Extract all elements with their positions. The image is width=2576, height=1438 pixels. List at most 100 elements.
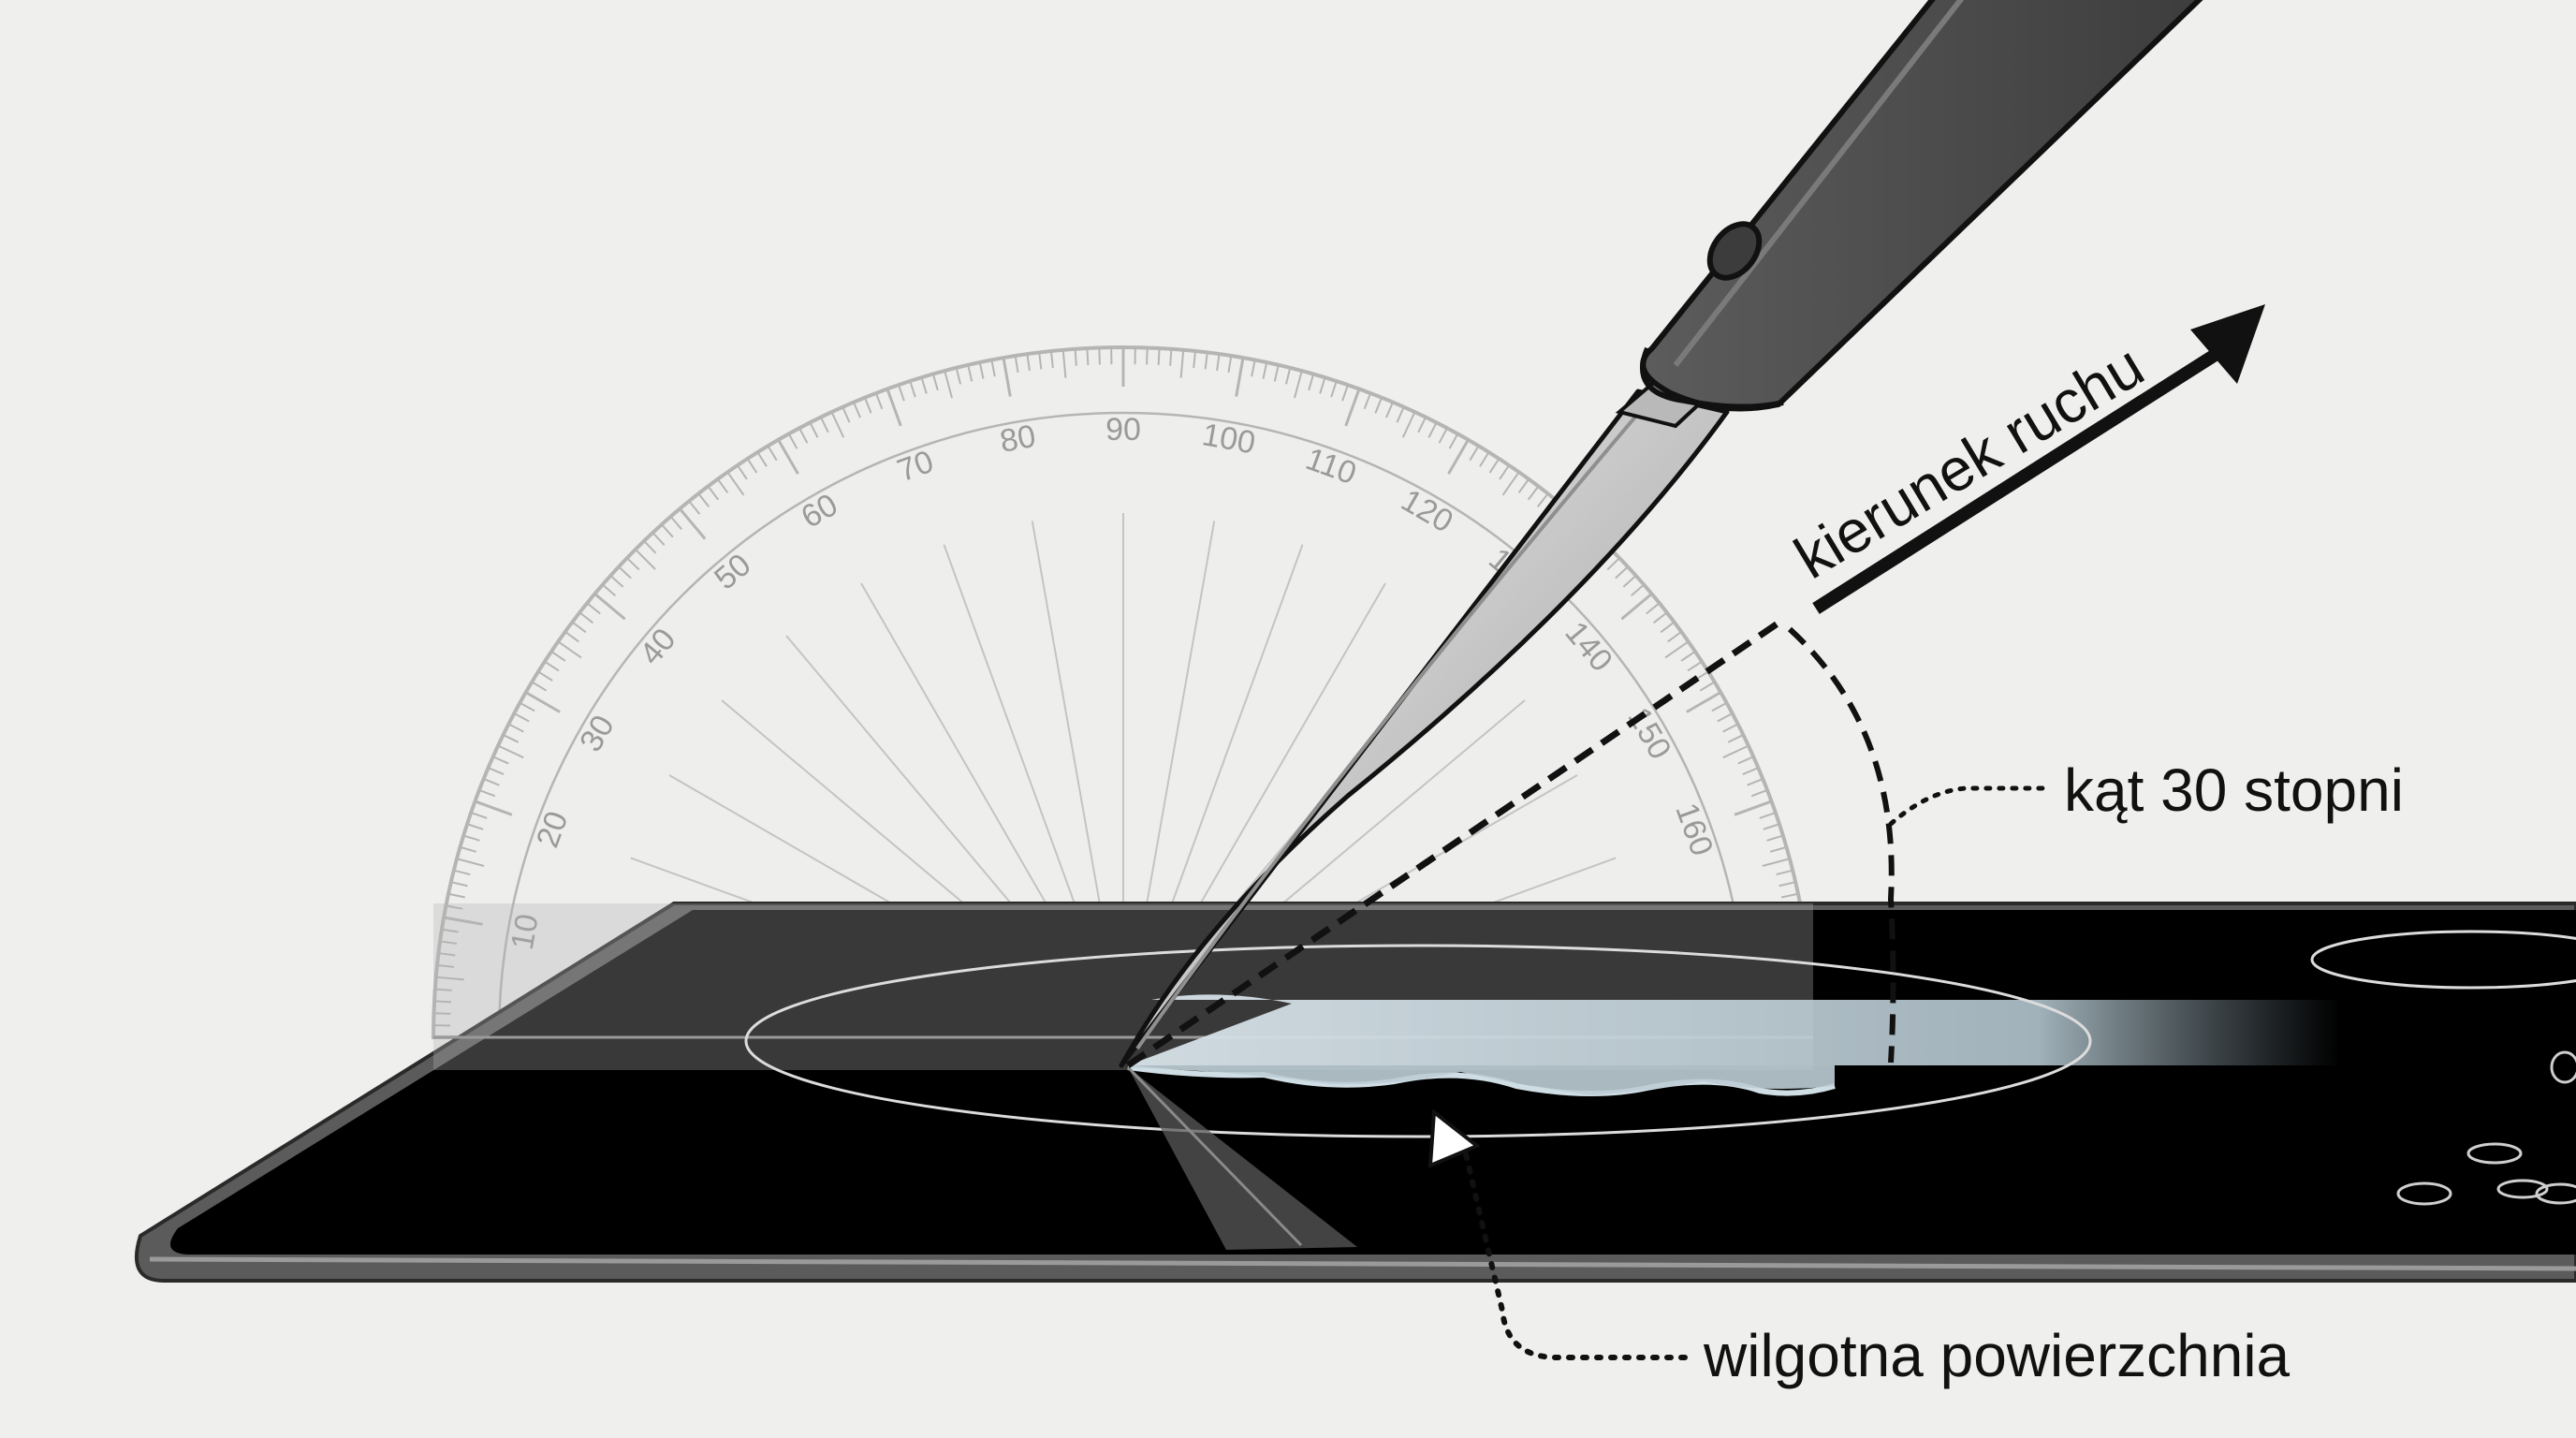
protractor-tick <box>507 723 524 733</box>
protractor-tick <box>820 417 829 433</box>
protractor-tick <box>853 402 861 418</box>
protractor-tick <box>1251 360 1256 377</box>
protractor-tick <box>842 406 851 423</box>
protractor-tick <box>1747 777 1764 786</box>
knife-blade-bevel <box>1135 401 1649 1050</box>
protractor-tick <box>777 438 799 475</box>
protractor-tick <box>618 565 632 580</box>
protractor-tick <box>1776 869 1793 876</box>
protractor-tick <box>1769 845 1787 853</box>
protractor-tick <box>1438 427 1448 444</box>
protractor-tick <box>1344 388 1361 427</box>
protractor-tick <box>746 458 758 474</box>
protractor-tick <box>1193 350 1197 369</box>
protractor-tick <box>460 845 477 853</box>
knife <box>1119 0 2203 1068</box>
protractor-tick <box>1396 406 1405 423</box>
knife-handle <box>1640 0 2203 412</box>
protractor-tick <box>1778 881 1796 888</box>
protractor-tick <box>571 621 587 634</box>
protractor-tick <box>990 360 996 377</box>
protractor-tick <box>1501 471 1520 496</box>
knife-blade <box>1119 389 1730 1068</box>
protractor-tick <box>1606 557 1620 571</box>
protractor-tick <box>697 492 710 508</box>
protractor-tick <box>537 670 553 682</box>
protractor-tick <box>726 471 745 496</box>
protractor-tick <box>609 575 624 588</box>
protractor-ray <box>943 544 1088 937</box>
protractor-tick <box>462 834 480 842</box>
protractor-tick <box>1763 823 1780 830</box>
protractor-tick <box>898 384 905 402</box>
protractor-tick <box>433 1000 452 1004</box>
protractor-tick <box>1227 355 1233 374</box>
protractor-ray <box>860 582 1071 945</box>
wet-surface <box>744 930 2576 1206</box>
stone-ring-right <box>2310 930 2576 990</box>
protractor-tick <box>503 734 520 743</box>
protractor-tick <box>978 361 985 379</box>
protractor-tick <box>863 397 872 414</box>
protractor-tick <box>557 640 582 659</box>
angle-dashed-ray <box>1126 617 1785 1068</box>
protractor-tick <box>967 364 973 382</box>
protractor-tick <box>1622 575 1637 588</box>
water-film <box>1128 994 2340 1065</box>
protractor-tick <box>564 630 579 643</box>
angle-construction <box>1126 617 1896 1068</box>
protractor-tick <box>1646 602 1661 615</box>
protractor-tick <box>1014 355 1019 374</box>
protractor-tick <box>909 380 916 398</box>
protractor-tick <box>1447 438 1470 475</box>
protractor-tick <box>440 940 458 945</box>
protractor-tick <box>1499 464 1510 480</box>
protractor-tick <box>470 812 488 819</box>
protractor-tick <box>669 516 683 531</box>
stone-bubbles <box>2396 1050 2576 1206</box>
protractor-tick <box>1750 788 1768 798</box>
protractor-tick <box>886 388 902 427</box>
protractor-tick <box>1448 433 1459 449</box>
protractor-tick <box>450 881 468 888</box>
protractor-tick <box>920 376 928 394</box>
protractor-tick <box>1385 402 1394 418</box>
stone-edge-highlight <box>149 1256 2576 1271</box>
protractor-tick <box>578 611 594 624</box>
protractor-tick <box>1711 701 1728 712</box>
protractor-tick <box>1737 756 1754 765</box>
protractor-tick <box>1330 380 1338 398</box>
protractor-tick <box>1766 834 1784 842</box>
protractor-tick <box>798 427 809 444</box>
surface-label: wilgotna powierzchnia <box>1703 1322 2291 1389</box>
protractor-tick <box>767 445 778 462</box>
protractor-tick <box>1652 611 1668 624</box>
protractor-tick <box>1660 621 1676 634</box>
protractor-tick <box>1061 349 1067 378</box>
protractor-tick <box>1680 651 1696 662</box>
protractor-tick <box>1427 421 1438 438</box>
protractor-tick <box>441 928 460 933</box>
protractor-tick <box>453 869 471 876</box>
protractor-tick <box>1417 417 1427 433</box>
protractor-tick <box>1686 691 1722 713</box>
protractor-tick <box>1781 892 1799 899</box>
blade-reflection <box>1128 1067 1357 1250</box>
protractor-tick <box>1664 640 1690 659</box>
protractor-tick <box>1762 858 1791 867</box>
protractor-label: 90 <box>1105 412 1141 448</box>
protractor-tick <box>435 976 464 981</box>
protractor-tick <box>944 370 953 399</box>
protractor-tick <box>1308 374 1315 391</box>
protractor-ray <box>1140 521 1216 932</box>
surface-leader-line <box>1462 1147 1688 1360</box>
protractor-tick <box>1204 352 1208 370</box>
protractor-tick <box>1284 367 1292 385</box>
angle-dashed-arc <box>1787 626 1896 1064</box>
protractor-tick <box>1002 357 1012 397</box>
protractor-tick <box>1363 392 1372 410</box>
protractor-tick <box>586 602 601 615</box>
protractor-tick <box>438 952 456 957</box>
protractor-ray <box>1176 582 1386 945</box>
protractor-tick <box>456 858 485 867</box>
